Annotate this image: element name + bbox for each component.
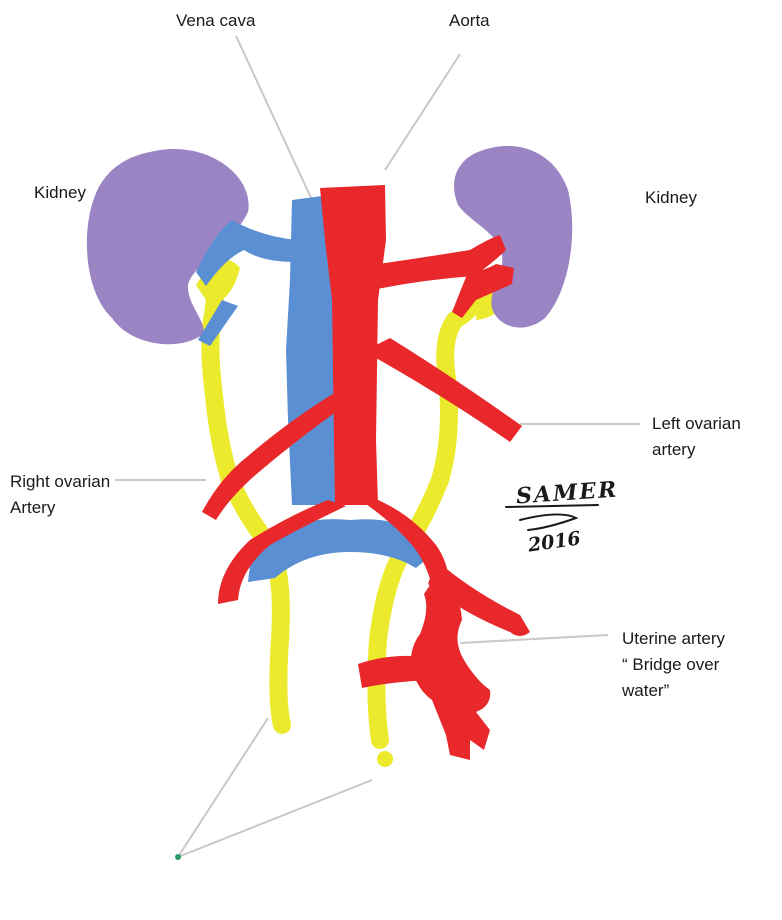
uterine-leader [460, 635, 608, 643]
label-left-ovarian-line1: Left ovarian [652, 413, 741, 434]
label-right-ovarian-line1: Right ovarian [10, 471, 110, 492]
signature-name: SAMER [515, 479, 619, 507]
label-left-ovarian-line2: artery [652, 439, 695, 460]
label-right-ovarian-line2: Artery [10, 497, 55, 518]
ureter-leader-right [178, 718, 268, 857]
label-uterine-line1: Uterine artery [622, 628, 725, 649]
label-kidney-right: Kidney [34, 182, 86, 203]
label-kidney-left: Kidney [645, 187, 697, 208]
ureter-leader-left [178, 780, 372, 857]
label-aorta: Aorta [449, 10, 490, 31]
aorta-leader [385, 54, 460, 170]
label-uterine-line3: water” [622, 680, 669, 701]
signature-flourish [520, 514, 576, 530]
arteries [202, 185, 530, 760]
label-uterine-line2: “ Bridge over [622, 654, 719, 675]
pointer-dot [175, 854, 181, 860]
ureter-end-dot [377, 751, 393, 767]
label-vena-cava: Vena cava [176, 10, 255, 31]
vena-cava-leader [236, 36, 312, 200]
